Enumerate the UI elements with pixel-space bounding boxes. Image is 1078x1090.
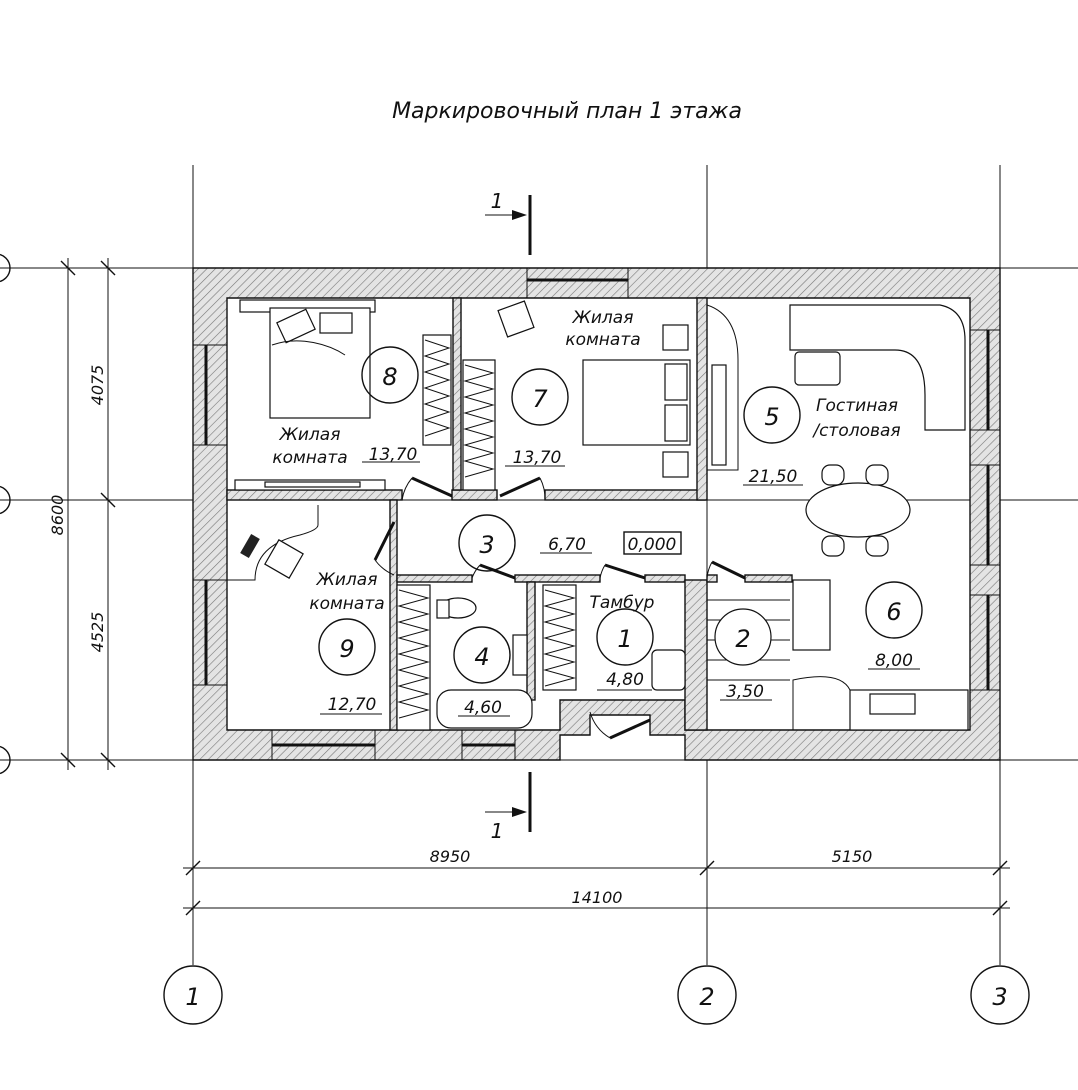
svg-text:3: 3 [479,531,494,559]
svg-text:8: 8 [382,363,397,391]
svg-text:Жилая: Жилая [572,308,634,328]
svg-text:1: 1 [491,819,504,843]
svg-text:комната: комната [565,330,640,350]
svg-text:2: 2 [699,983,714,1011]
svg-text:Жилая: Жилая [316,570,378,590]
furniture [227,299,969,731]
room-1: 1 Тамбур 4,80 [590,593,655,691]
svg-text:комната: комната [272,448,347,468]
svg-text:13,70: 13,70 [369,445,418,465]
room-4: 4 4,60 [453,626,511,718]
svg-text:/столовая: /столовая [811,421,900,441]
svg-text:Тамбур: Тамбур [590,593,655,613]
svg-text:6,70: 6,70 [548,535,586,555]
svg-text:4: 4 [474,643,489,671]
room-7: 7 Жилая комната 13,70 [505,308,641,468]
dim-8950: 8950 [430,847,471,866]
svg-text:4,60: 4,60 [464,698,502,718]
room-6: 6 8,00 [865,581,923,671]
dim-8600: 8600 [48,495,67,536]
level-mark: 0,000 [628,535,677,555]
svg-text:Жилая: Жилая [279,425,341,445]
windows [192,267,1001,761]
svg-text:Гостиная: Гостиная [816,396,898,416]
axis-bubble-3: 3 [970,965,1030,1025]
svg-text:3: 3 [992,983,1007,1011]
dim-4075: 4075 [88,365,107,406]
horizontal-dimensions: 8950 5150 14100 [183,847,1010,916]
svg-text:2: 2 [735,625,750,653]
svg-text:5: 5 [764,403,779,431]
svg-text:21,50: 21,50 [749,467,798,487]
axis-bubble-left-top [0,253,11,283]
room-5: 5 Гостиная /столовая 21,50 [743,386,901,487]
svg-text:8,00: 8,00 [875,651,913,671]
svg-text:1: 1 [185,983,200,1011]
svg-text:9: 9 [339,635,354,663]
svg-text:4,80: 4,80 [606,670,644,690]
dim-5150: 5150 [832,847,873,866]
section-mark-top: 1 [485,189,532,255]
room-8: 8 Жилая комната 13,70 [272,346,420,468]
room-2: 2 3,50 [714,608,772,702]
doors [373,476,746,740]
room-3: 3 6,70 0,000 [458,514,682,572]
svg-text:1: 1 [617,625,632,653]
room-9: 9 Жилая комната 12,70 [309,570,384,715]
dim-4525: 4525 [88,612,107,653]
section-mark-bottom: 1 [485,772,532,843]
vertical-dimensions: 8600 4075 4525 [48,258,116,770]
svg-text:комната: комната [309,594,384,614]
axis-bubble-2: 2 [677,965,737,1025]
svg-text:3,50: 3,50 [726,682,764,702]
svg-text:6: 6 [886,598,901,626]
dim-14100: 14100 [572,888,623,907]
svg-text:12,70: 12,70 [328,695,377,715]
axis-bubble-left-middle [0,485,11,515]
drawing-title: Маркировочный план 1 этажа [392,99,742,124]
axis-bubble-left-bottom [0,745,11,775]
axis-bubble-1: 1 [163,965,223,1025]
svg-text:1: 1 [491,189,504,213]
svg-text:13,70: 13,70 [513,448,562,468]
svg-text:7: 7 [532,385,548,413]
